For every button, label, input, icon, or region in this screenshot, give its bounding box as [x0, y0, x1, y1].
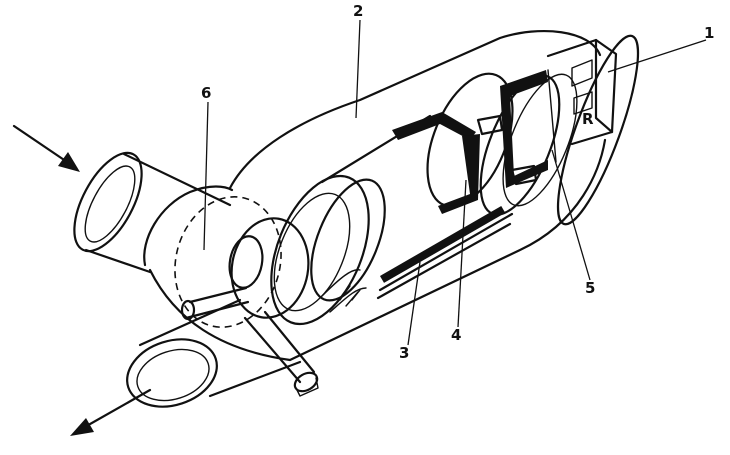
callout-1: 1 [704, 24, 714, 42]
electrical-connector: R [546, 38, 618, 146]
inlet-flow-arrow [12, 124, 80, 172]
valve-spring [321, 269, 367, 313]
callout-6: 6 [201, 84, 211, 102]
callout-2: 2 [353, 2, 363, 20]
outlet-flow-arrow [70, 388, 152, 436]
valve-poppet [180, 217, 310, 321]
callout-5: 5 [585, 279, 595, 297]
mounting-stud [243, 310, 319, 397]
leader-lines [203, 19, 707, 346]
callout-3: 3 [399, 344, 409, 362]
end-cap-assembly [426, 69, 578, 216]
connector-mark: R [582, 110, 594, 128]
outer-housing [143, 29, 640, 362]
inlet-pipe [73, 151, 232, 274]
solenoid-coil-body [310, 112, 514, 302]
callout-4: 4 [451, 326, 461, 344]
